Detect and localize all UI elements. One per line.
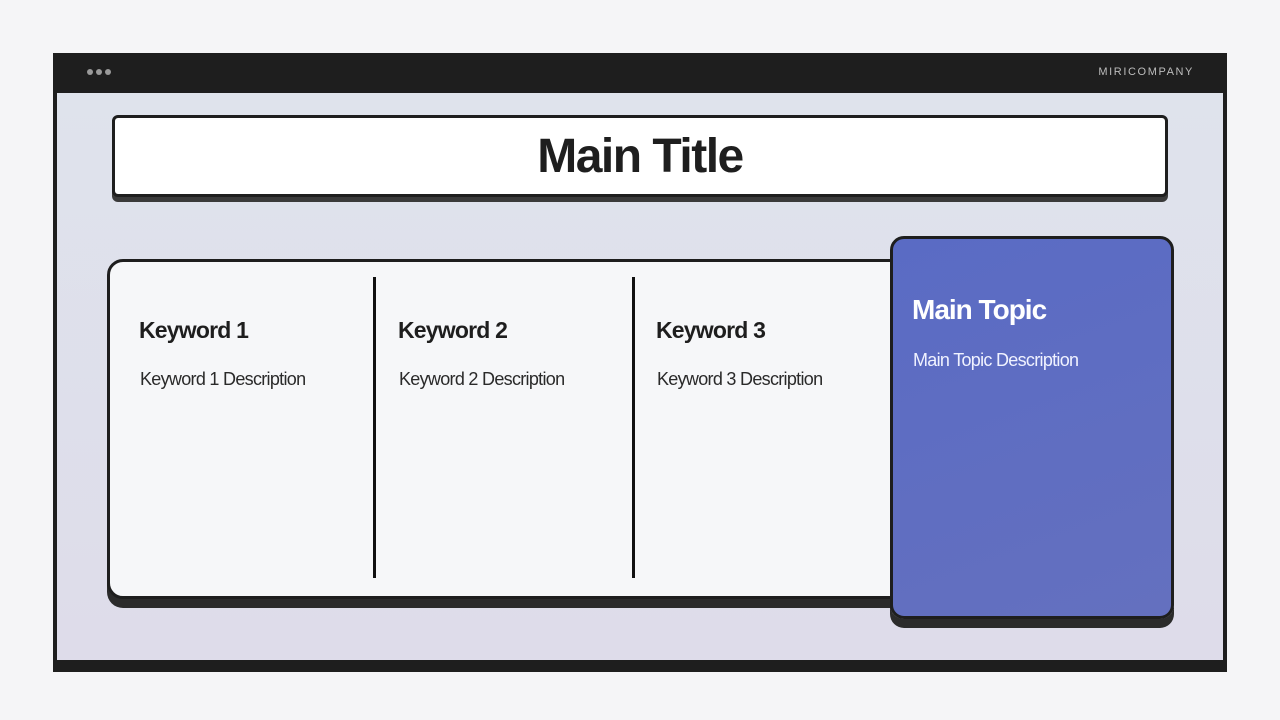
column-divider: [632, 277, 635, 578]
page-title: Main Title: [537, 129, 744, 183]
dot: [87, 69, 93, 75]
main-topic-card: Main Topic Main Topic Description: [890, 236, 1174, 619]
slide-window: MIRICOMPANY Main Title Keyword 1 Keyword…: [53, 53, 1227, 672]
keyword-title: Keyword 2: [398, 317, 508, 343]
main-topic-title: Main Topic: [912, 294, 1047, 325]
more-dots-icon[interactable]: [87, 69, 111, 76]
keyword-description: Keyword 1 Description: [140, 369, 306, 389]
main-topic-description: Main Topic Description: [913, 350, 1079, 370]
window-titlebar: MIRICOMPANY: [53, 53, 1227, 93]
keyword-title: Keyword 3: [656, 317, 766, 343]
keyword-description: Keyword 3 Description: [657, 369, 823, 389]
brand-label: MIRICOMPANY: [1098, 66, 1194, 78]
keyword-column-1: Keyword 1 Keyword 1 Description: [139, 262, 369, 596]
keyword-column-3: Keyword 3 Keyword 3 Description: [656, 262, 886, 596]
keyword-column-2: Keyword 2 Keyword 2 Description: [398, 262, 628, 596]
title-box: Main Title: [112, 115, 1168, 197]
keyword-panel: Keyword 1 Keyword 1 Description Keyword …: [107, 259, 907, 599]
slide-canvas: Main Title Keyword 1 Keyword 1 Descripti…: [57, 93, 1223, 660]
keyword-description: Keyword 2 Description: [399, 369, 565, 389]
column-divider: [373, 277, 376, 578]
dot: [105, 69, 111, 75]
keyword-title: Keyword 1: [139, 317, 249, 343]
dot: [96, 69, 102, 75]
